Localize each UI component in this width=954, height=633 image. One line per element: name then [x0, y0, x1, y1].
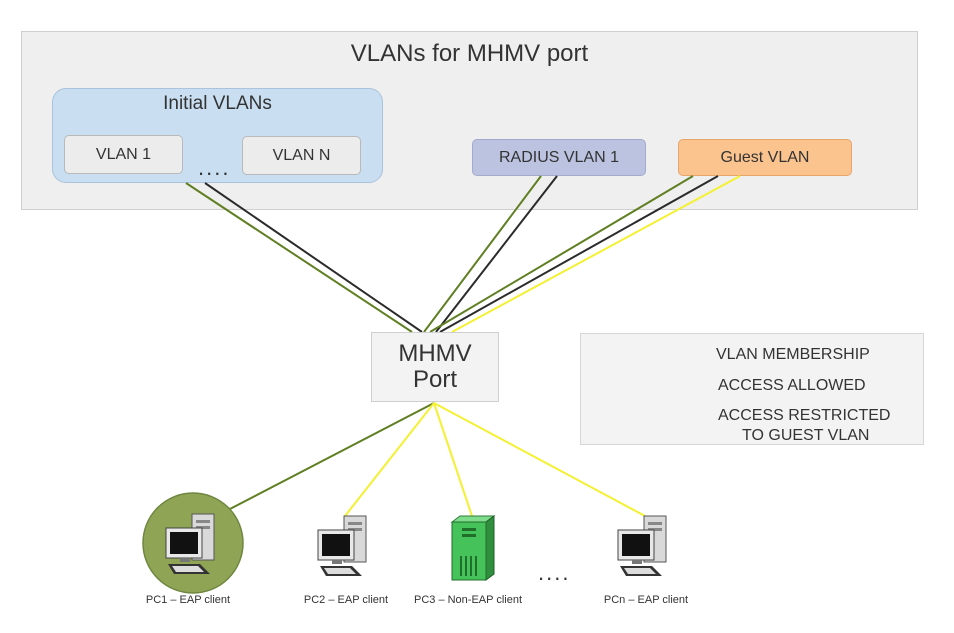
port-label-line1: MHMV: [398, 340, 472, 367]
guest-vlan-box: Guest VLAN: [678, 139, 852, 176]
vlan-ellipsis: ....: [198, 155, 231, 180]
legend-restricted-label: ACCESS RESTRICTED TO GUEST VLAN: [718, 406, 890, 446]
legend-membership-label: VLAN MEMBERSHIP: [716, 346, 870, 363]
pcn-restricted-line: [433, 402, 646, 517]
clients-ellipsis: ....: [538, 560, 571, 585]
desktop-computer-icon: [165, 513, 215, 574]
guest-allowed-line: [429, 175, 694, 333]
radius-vlan-box: RADIUS VLAN 1: [472, 139, 646, 176]
pc2-label: PC2 – EAP client: [303, 594, 389, 606]
vlan-n-box: VLAN N: [242, 136, 361, 175]
initial-vlans-allowed-line: [185, 182, 413, 333]
legend-restricted-line2: TO GUEST VLAN: [742, 427, 870, 444]
legend-box: [580, 333, 924, 445]
initial-vlans-membership-line: [204, 182, 423, 333]
desktop-computer-icon: [617, 515, 667, 576]
guest-restricted-line: [451, 175, 741, 333]
pc1-label: PC1 – EAP client: [145, 594, 231, 606]
pc3-restricted-line: [433, 402, 473, 517]
pc3-label: PC3 – Non-EAP client: [413, 594, 523, 606]
radius-membership-line: [435, 175, 558, 333]
panel-title: VLANs for MHMV port: [350, 40, 589, 67]
port-label-line2: Port: [412, 366, 457, 393]
green-server-tower-icon: [450, 515, 496, 581]
mhmv-port-box: MHMV Port: [371, 332, 499, 402]
pcn-label: PCn – EAP client: [603, 594, 689, 606]
legend-restricted-line1: ACCESS RESTRICTED: [718, 407, 891, 424]
radius-allowed-line: [423, 175, 542, 333]
vlan-1-box: VLAN 1: [64, 135, 183, 174]
desktop-computer-icon: [317, 515, 367, 576]
initial-vlans-title: Initial VLANs: [163, 93, 272, 114]
pc2-restricted-line: [344, 402, 435, 517]
pc1-allowed-line: [227, 402, 435, 511]
legend-allowed-label: ACCESS ALLOWED: [718, 377, 866, 394]
guest-membership-line: [439, 175, 719, 333]
